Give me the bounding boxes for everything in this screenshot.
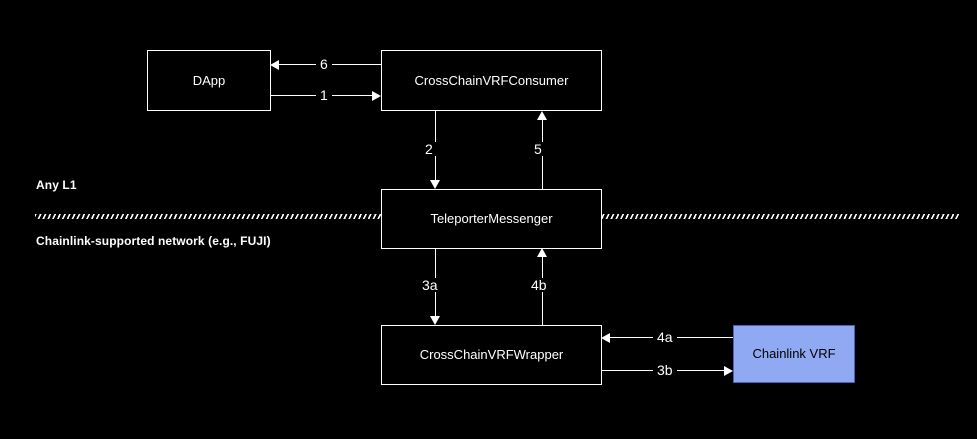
node-crosschain-vrf-wrapper-label: CrossChainVRFWrapper: [419, 347, 564, 363]
edge-1-label: 1: [316, 88, 332, 102]
edge-5-label: 5: [530, 142, 546, 156]
edge-4b-arrowhead: [537, 248, 547, 257]
edge-2-arrowhead: [430, 180, 440, 189]
node-crosschain-vrf-consumer-label: CrossChainVRFConsumer: [414, 72, 569, 88]
edge-6-label: 6: [316, 57, 332, 71]
node-crosschain-vrf-consumer[interactable]: CrossChainVRFConsumer: [381, 50, 602, 111]
node-chainlink-vrf[interactable]: Chainlink VRF: [733, 325, 855, 383]
edge-4a-arrowhead: [601, 333, 610, 343]
edge-5-arrowhead: [537, 111, 547, 120]
edge-6-arrowhead: [270, 60, 279, 70]
edge-3a-arrowhead: [430, 316, 440, 325]
node-dapp-label: DApp: [192, 72, 226, 88]
edge-4b-label: 4b: [527, 278, 551, 292]
zone-label-any-l1: Any L1: [36, 178, 77, 192]
edge-3b-label: 3b: [653, 363, 677, 377]
edge-4a-label: 4a: [653, 330, 677, 344]
edge-2-label: 2: [421, 142, 437, 156]
node-crosschain-vrf-wrapper[interactable]: CrossChainVRFWrapper: [381, 325, 602, 385]
node-teleporter-messenger[interactable]: TeleporterMessenger: [381, 189, 602, 249]
node-dapp[interactable]: DApp: [147, 50, 271, 111]
edge-1-arrowhead: [372, 91, 381, 101]
zone-label-chainlink-network: Chainlink-supported network (e.g., FUJI): [36, 234, 271, 248]
node-chainlink-vrf-label: Chainlink VRF: [752, 346, 836, 362]
node-teleporter-messenger-label: TeleporterMessenger: [430, 211, 553, 227]
edge-3a-label: 3a: [418, 278, 442, 292]
edge-3b-arrowhead: [724, 366, 733, 376]
